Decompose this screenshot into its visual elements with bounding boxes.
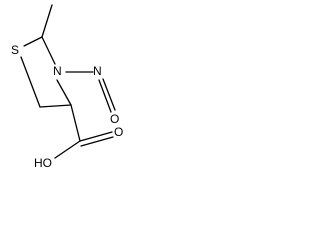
atom-label-sulfur: S <box>11 43 19 57</box>
molecule-structure-diagram: S N N O O HO <box>11 4 123 170</box>
bond-carboxyl-c-o <box>79 131 113 142</box>
atom-label-nitroso-nitrogen: N <box>93 64 102 78</box>
bond-c5-s <box>20 56 41 108</box>
atom-label-hydroxyl: HO <box>34 156 52 170</box>
bond-c2-methyl <box>41 4 53 38</box>
bond-c4-c5 <box>39 104 72 108</box>
bond-s-c2 <box>23 36 43 47</box>
atom-label-ring-nitrogen: N <box>53 64 62 78</box>
bond-nitroso-n-o <box>98 79 112 113</box>
bond-n3-c4 <box>56 79 72 106</box>
bond-carboxyl-c-oh <box>54 140 81 159</box>
bond-nitroso-n-o-double <box>102 78 116 111</box>
atom-label-nitroso-oxygen: O <box>110 112 119 126</box>
bond-c4-carboxyl-c <box>70 104 81 142</box>
bond-carboxyl-c-o-double <box>80 136 114 147</box>
bond-c2-n3 <box>41 36 56 65</box>
atom-label-carbonyl-oxygen: O <box>114 125 123 139</box>
